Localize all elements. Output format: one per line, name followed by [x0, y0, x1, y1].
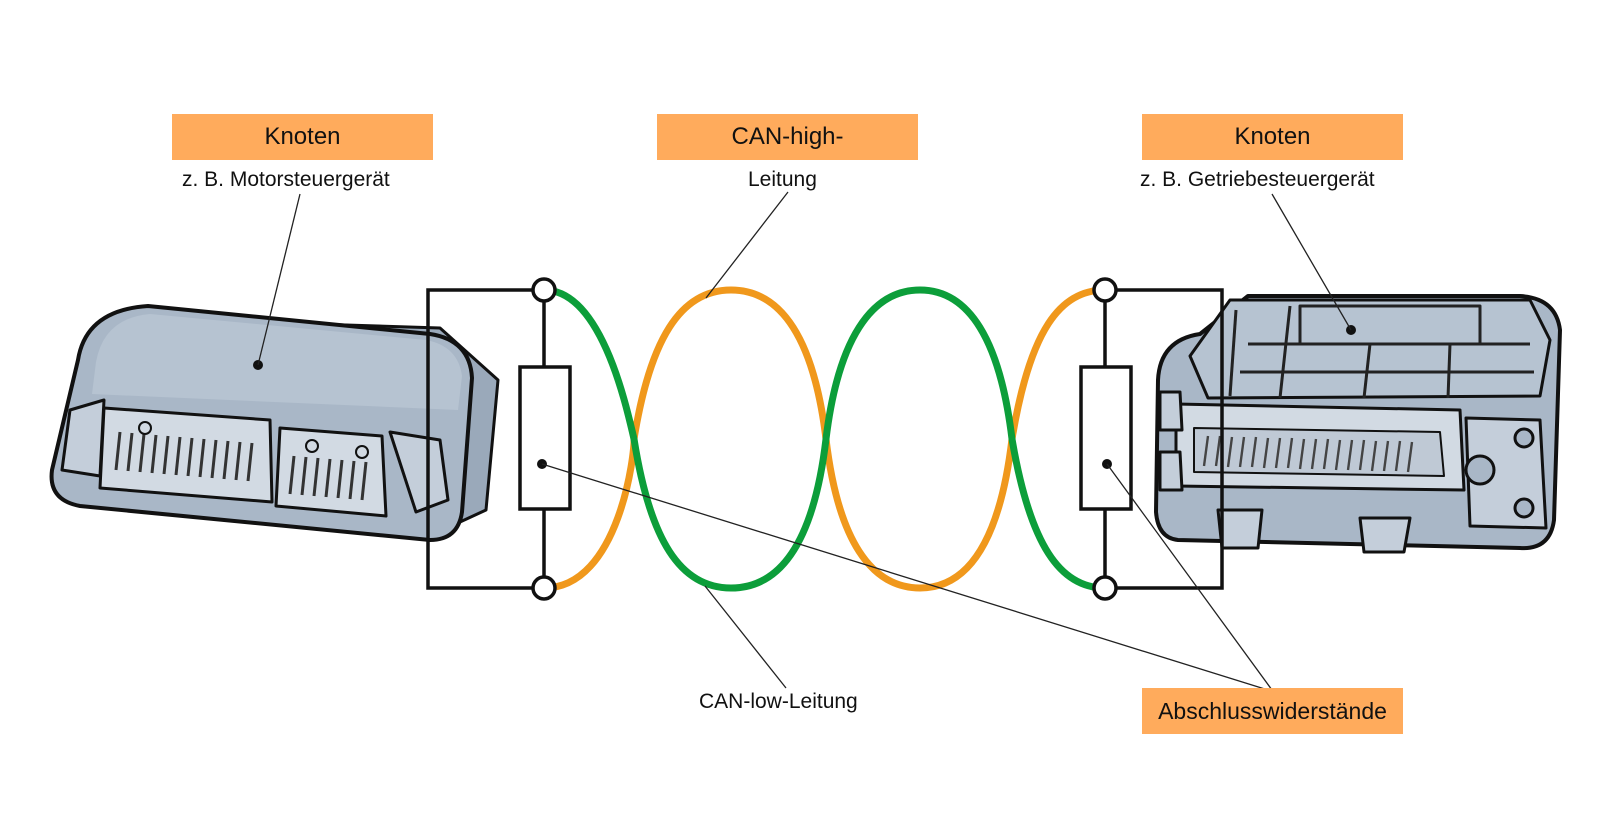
left-circuit: [426, 288, 546, 590]
right-node-title: Knoten: [1234, 123, 1311, 150]
can-low-caption: CAN-low-Leitung: [699, 690, 858, 713]
left-node-label-box: Knoten: [172, 114, 433, 160]
left-ecu-icon: [49, 304, 500, 542]
left-node-title: Knoten: [264, 123, 341, 150]
can-high-title: CAN-high-: [731, 123, 844, 150]
right-node-label-box: Knoten: [1142, 114, 1403, 160]
terminators-label-box: Abschlusswiderstände: [1142, 688, 1403, 734]
leader-lines: [257, 191, 1352, 691]
can-high-label-box: CAN-high-: [657, 114, 918, 160]
can-high-caption: Leitung: [748, 168, 817, 191]
wire-terminals: [531, 277, 1118, 601]
terminators-title: Abschlusswiderstände: [1158, 697, 1387, 724]
can-low-wire: [540, 286, 1109, 592]
left-node-caption: z. B. Motorsteuergerät: [182, 168, 390, 191]
right-circuit: [1103, 288, 1224, 590]
right-node-caption: z. B. Getriebesteuergerät: [1140, 168, 1375, 191]
right-ecu-icon: [1154, 294, 1562, 554]
left-terminating-resistor-icon: [518, 365, 572, 511]
